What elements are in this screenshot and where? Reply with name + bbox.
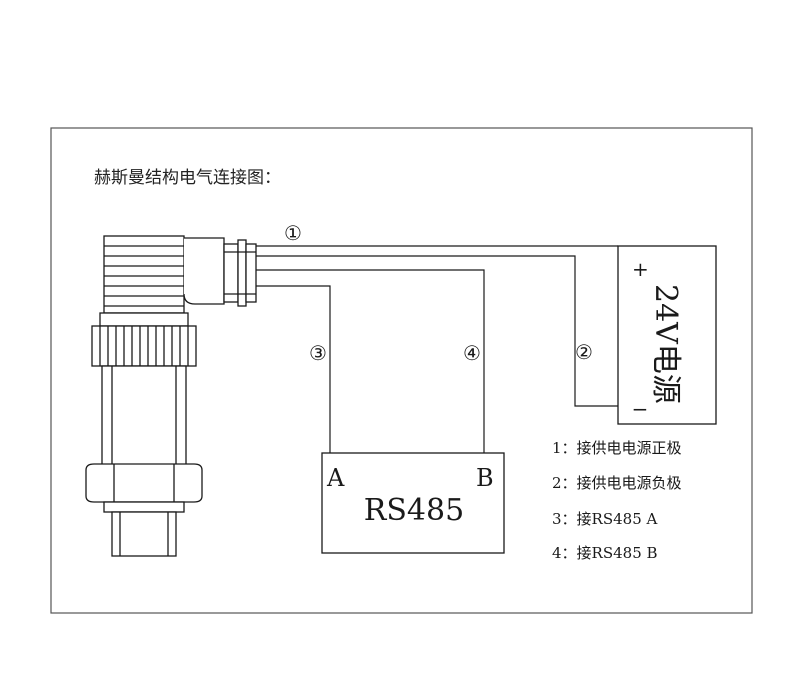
connector-collar [99,312,189,327]
rs485-terminal-b: B [476,464,494,492]
wire-marker-3: ③ [309,341,327,365]
wire-4 [256,269,485,453]
power-plus-sign: + [632,257,649,281]
wire-3 [256,285,331,453]
wire-marker-4: ④ [463,341,481,365]
legend-item-2: 2：接供电电源负极 [552,474,682,492]
rs485-terminal-a: A [326,464,345,492]
rs485-module: A B RS485 [321,452,505,554]
knurled-ring [91,325,197,367]
power-supply: + − 24V电源 [617,245,717,425]
legend-item-3: 3：接RS485 A [552,510,658,528]
rs485-box [321,452,505,554]
hirschmann-connector-head [103,235,257,314]
hex-nut [85,463,203,503]
power-supply-label: 24V电源 [648,284,683,404]
wire-marker-2: ② [575,340,593,364]
power-minus-sign: − [632,397,649,421]
thread-fitting [103,501,185,557]
rs485-label: RS485 [364,493,464,528]
diagram-frame [50,127,753,614]
wire-markers: ① ② ③ ④ [284,221,593,365]
wire-2 [256,255,618,407]
wire-marker-1: ① [284,221,302,245]
sensor-body [101,365,187,467]
legend-item-1: 1：接供电电源正极 [552,439,682,457]
wiring-legend: 1：接供电电源正极 2：接供电电源负极 3：接RS485 A 4：接RS485 … [552,439,682,562]
diagram-title: 赫斯曼结构电气连接图： [94,168,281,188]
pressure-sensor-drawing [85,235,257,557]
wires [256,245,618,453]
legend-item-4: 4：接RS485 B [552,544,658,562]
power-supply-box [617,245,717,425]
